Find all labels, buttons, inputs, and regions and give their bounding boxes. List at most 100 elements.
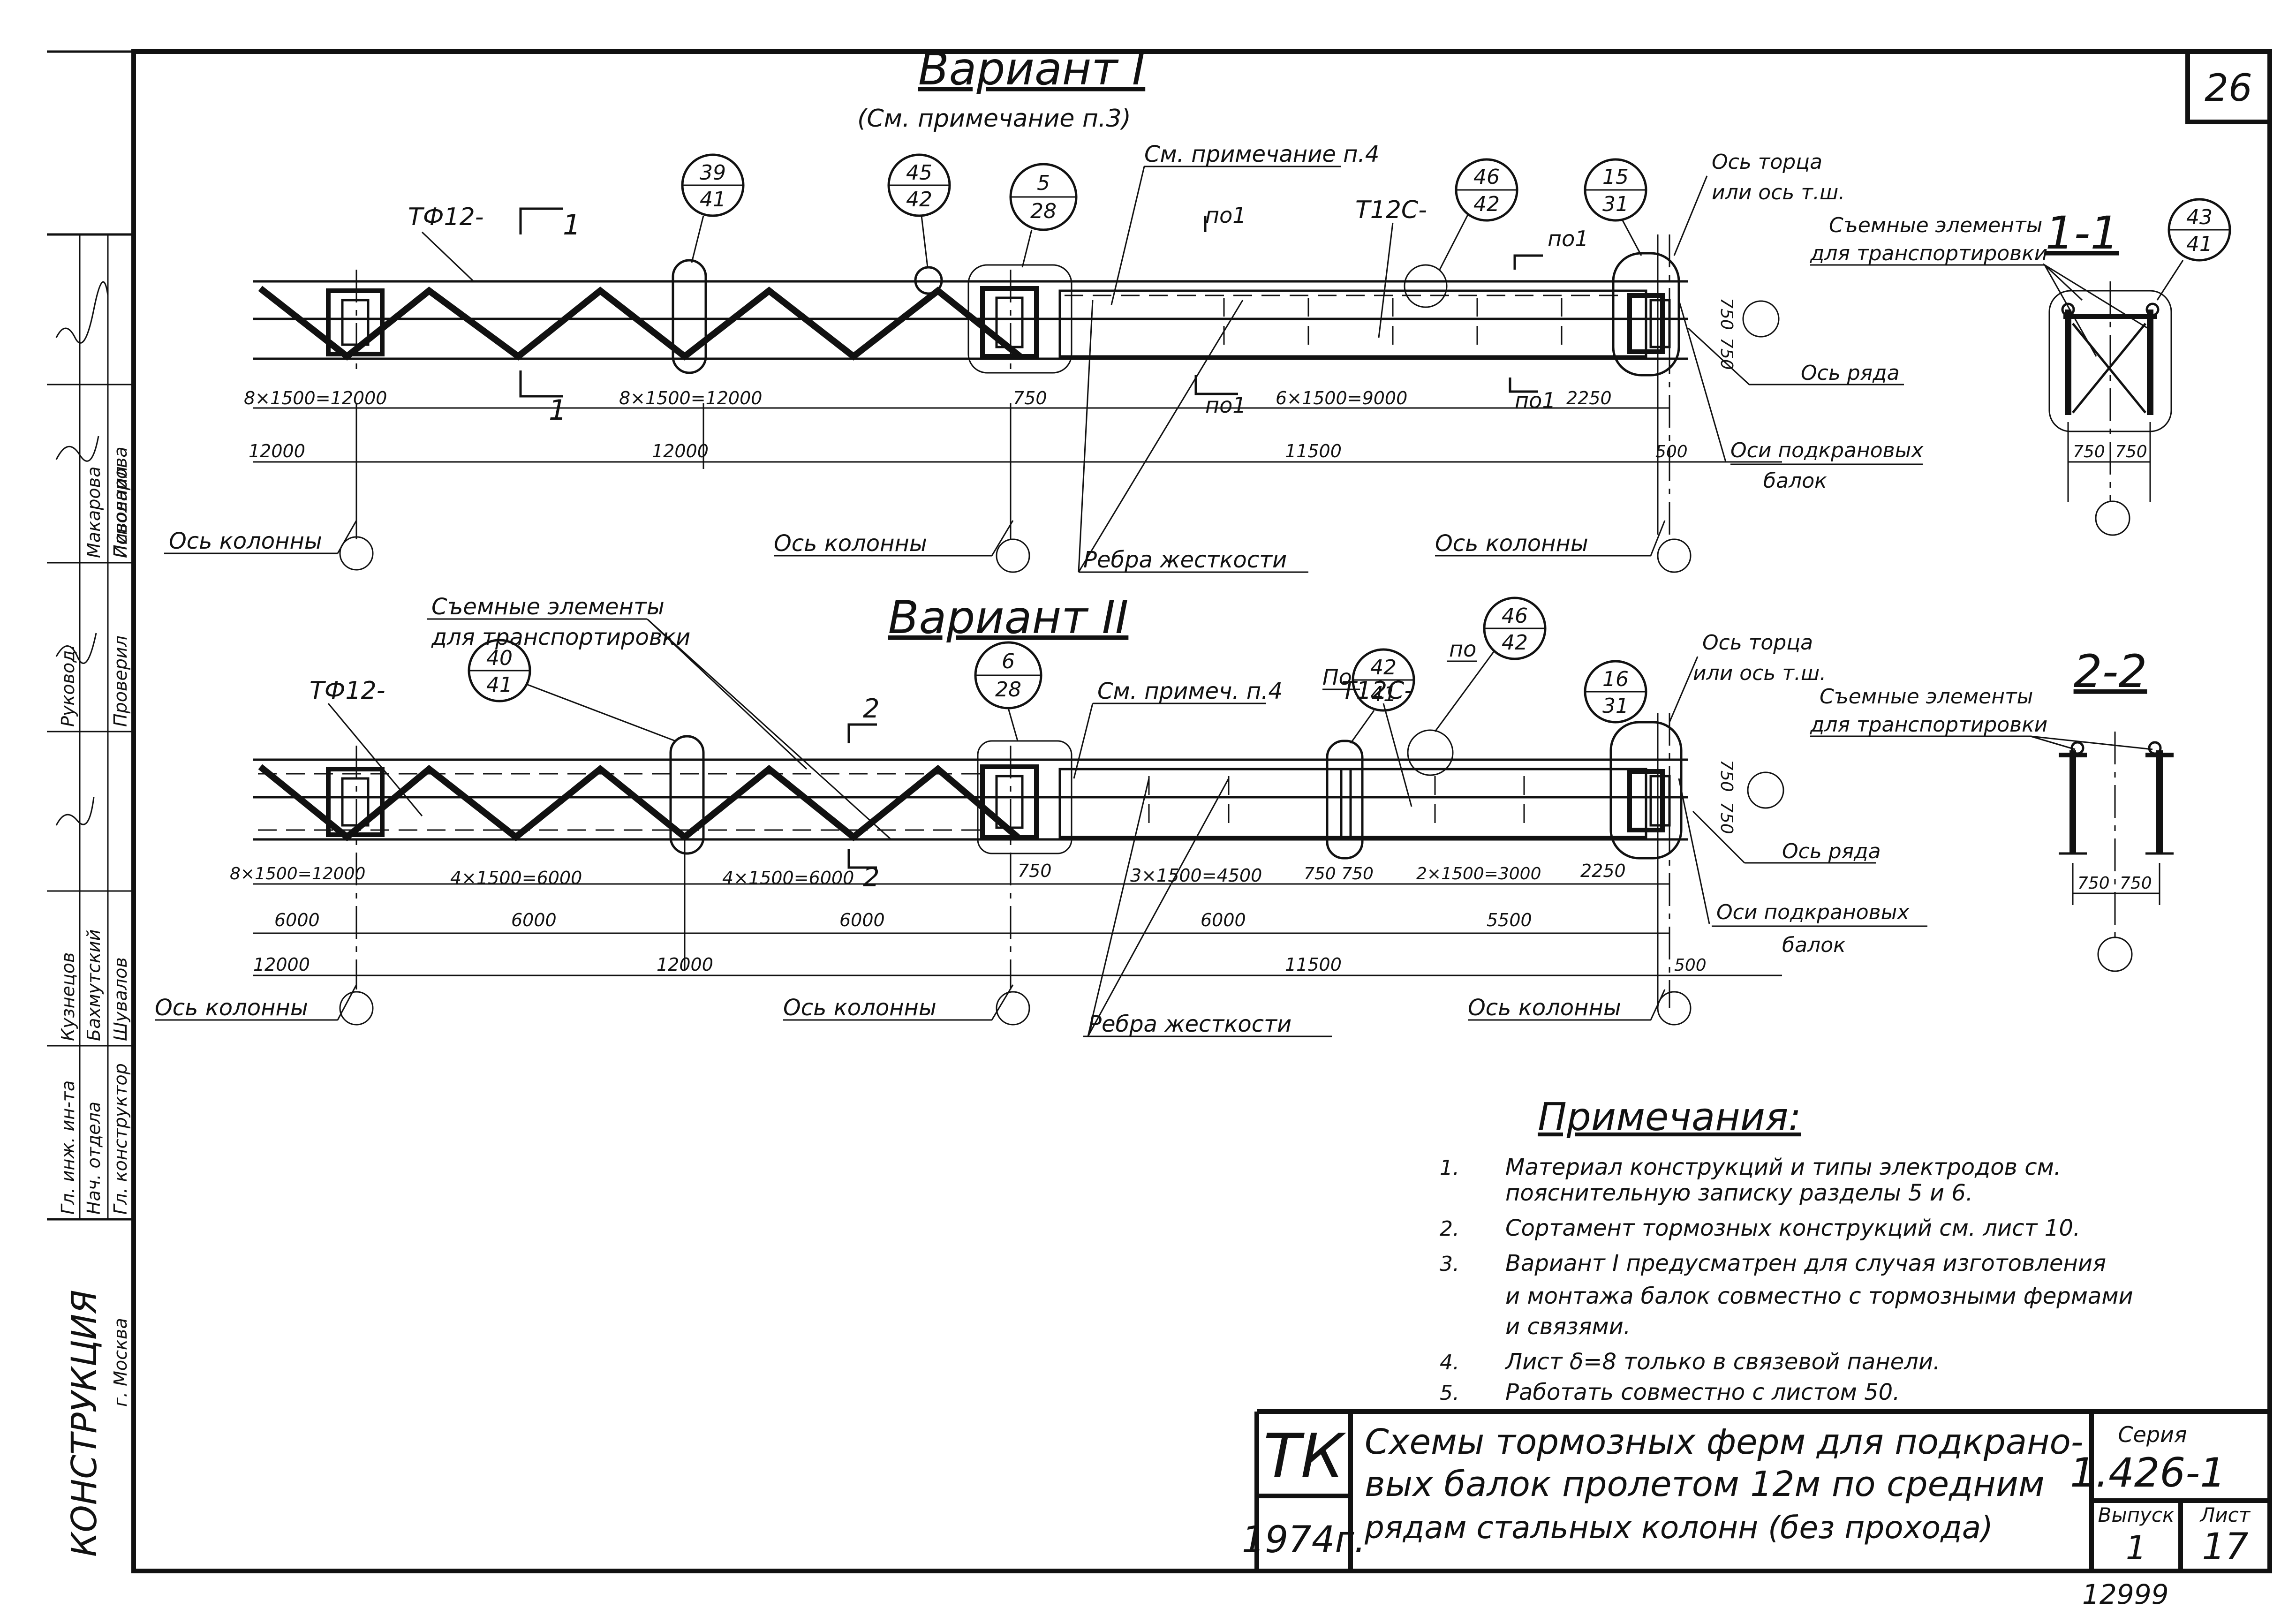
svg-text:12000: 12000 <box>657 954 713 975</box>
svg-text:8×1500=12000: 8×1500=12000 <box>230 864 365 884</box>
variant2-bubble-1: 40 41 <box>468 639 676 742</box>
svg-text:45: 45 <box>906 161 932 185</box>
stamp-name-1: Кузнецов <box>58 952 78 1041</box>
note-3-line-3: и связями. <box>1505 1314 1631 1340</box>
variant1-axis-end-2: или ось т.ш. <box>1712 181 1845 204</box>
svg-text:4×1500=6000: 4×1500=6000 <box>450 868 582 888</box>
series-label: Серия <box>2118 1422 2187 1447</box>
section1-title: 1-1 <box>2046 207 2119 259</box>
title-block-tk: ТК <box>1263 1420 1346 1492</box>
variant1-axis-row: Ось ряда <box>1801 361 1900 385</box>
svg-text:750: 750 <box>1018 861 1052 881</box>
svg-text:3×1500=4500: 3×1500=4500 <box>1130 865 1262 886</box>
svg-text:28: 28 <box>1030 199 1057 223</box>
variant1-crane-axes-2: балок <box>1763 469 1827 493</box>
issue-value: 1 <box>2126 1529 2147 1567</box>
stamp-city: г. Москва <box>110 1318 131 1407</box>
svg-text:41: 41 <box>486 673 513 697</box>
svg-text:4×1500=6000: 4×1500=6000 <box>722 868 854 888</box>
svg-text:31: 31 <box>1602 694 1629 718</box>
variant1-removable: Съемные элементы <box>1829 213 2042 237</box>
svg-text:Ось колонны: Ось колонны <box>783 995 937 1021</box>
svg-text:46: 46 <box>1502 604 1528 628</box>
title-line-1: Схемы тормозных ферм для подкрано- <box>1365 1422 2084 1462</box>
svg-text:750: 750 <box>2120 874 2152 893</box>
note-5-line-1: Работать совместно с листом 50. <box>1505 1379 1900 1405</box>
svg-text:11500: 11500 <box>1285 441 1342 461</box>
section2-drawing: 750 750 <box>2030 732 2174 972</box>
svg-text:750: 750 <box>1717 338 1736 370</box>
svg-text:750: 750 <box>1717 298 1736 330</box>
svg-text:6000: 6000 <box>511 910 557 930</box>
stamp-name-2: Бахмутский <box>83 929 104 1041</box>
variant1-crane-axes: Оси подкрановых <box>1730 438 1924 462</box>
svg-text:1: 1 <box>563 209 581 242</box>
variant2-note-ref: См. примеч. п.4 <box>1097 678 1283 704</box>
stamp-org: КОНСТРУКЦИЯ <box>64 1290 105 1557</box>
svg-text:2×1500=3000: 2×1500=3000 <box>1416 864 1541 884</box>
note-3-line-2: и монтажа балок совместно с тормозными ф… <box>1505 1283 2133 1309</box>
note-1-num: 1. <box>1440 1156 1459 1180</box>
svg-text:11500: 11500 <box>1285 954 1342 975</box>
stamp-role-5: Исполнил <box>110 466 131 558</box>
variant1-section-mark: 1 1 <box>519 207 581 427</box>
svg-text:750: 750 <box>1717 760 1736 792</box>
stamp-name-4: Макарова <box>83 467 104 558</box>
variant2-po-b: по <box>1449 636 1476 662</box>
sheet-value: 17 <box>2202 1526 2248 1568</box>
note-5-num: 5. <box>1440 1381 1459 1405</box>
svg-text:41: 41 <box>2186 232 2213 256</box>
svg-text:2: 2 <box>863 862 880 893</box>
stamp-name-5: Пивоварова <box>110 446 131 558</box>
variant2-axis-end: Ось торца <box>1702 631 1813 655</box>
note-1-line-2: пояснительную записку разделы 5 и 6. <box>1505 1180 1973 1206</box>
variant1-truss <box>253 234 1780 535</box>
side-stamp: Гл. инж. ин-та Нач. отдела Гл. конструкт… <box>47 233 134 1557</box>
svg-text:750 750: 750 750 <box>1304 864 1374 884</box>
stamp-role-4: Проверил <box>110 635 131 727</box>
svg-text:41: 41 <box>1370 682 1397 706</box>
svg-text:43: 43 <box>2186 205 2213 229</box>
variant2-stiffeners: Ребра жесткости <box>1088 1011 1292 1037</box>
variant2-bubble-4: 46 42 <box>1434 597 1547 732</box>
svg-text:5500: 5500 <box>1487 910 1532 930</box>
title-line-2: вых балок пролетом 12м по средним <box>1365 1464 2045 1504</box>
notes-heading: Примечания: <box>1538 1095 1801 1140</box>
svg-text:Ось колонны: Ось колонны <box>1468 995 1621 1021</box>
variant1-axis-end: Ось торца <box>1712 150 1822 174</box>
svg-text:2: 2 <box>863 694 880 724</box>
svg-text:500: 500 <box>1655 442 1688 461</box>
variant1-bubble-2: 45 42 <box>887 153 951 268</box>
note-2-line-1: Сортамент тормозных конструкций см. лист… <box>1505 1215 2080 1241</box>
svg-text:750: 750 <box>1013 388 1047 408</box>
svg-text:39: 39 <box>700 161 726 185</box>
svg-text:28: 28 <box>995 678 1021 702</box>
variant1-bubble-3: 5 28 <box>1009 163 1078 268</box>
svg-text:750: 750 <box>1717 802 1736 834</box>
svg-text:16: 16 <box>1602 667 1629 691</box>
section2-title: 2-2 <box>2074 645 2147 698</box>
variant2-po-a: По <box>1322 665 1352 690</box>
svg-text:750: 750 <box>2073 442 2105 461</box>
variant1-stiffeners: Ребра жесткости <box>1083 547 1287 573</box>
title-block-year: 1974г. <box>1242 1519 1366 1561</box>
variant2-bubble-3: 42 41 <box>1350 648 1415 744</box>
sheet-frame <box>131 49 2272 1573</box>
svg-text:46: 46 <box>1473 165 1500 189</box>
notes-list: 1. Материал конструкций и типы электродо… <box>1440 1154 2133 1405</box>
stamp-role-6: Руковод. <box>58 644 78 727</box>
svg-text:Ось колонны: Ось колонны <box>155 995 308 1021</box>
stamp-signature-1 <box>55 281 109 826</box>
variant2-dimensions: 8×1500=12000 4×1500=6000 4×1500=6000 750… <box>230 760 1782 976</box>
page-number-box <box>2185 49 2272 124</box>
variant2-truss <box>253 713 1784 1008</box>
variant2-crane-axes-2: балок <box>1782 933 1846 957</box>
svg-text:42: 42 <box>1502 631 1528 655</box>
variant1-bubble-5: 15 31 <box>1584 158 1647 256</box>
svg-text:500: 500 <box>1674 956 1707 975</box>
variant2-removable: Съемные элементы <box>431 594 665 620</box>
stamp-role-3: Гл. конструктор <box>110 1063 131 1215</box>
svg-text:42: 42 <box>906 188 932 211</box>
svg-text:12000: 12000 <box>652 441 709 461</box>
variant2-removable-right-2: для транспортировки <box>1810 713 2047 737</box>
